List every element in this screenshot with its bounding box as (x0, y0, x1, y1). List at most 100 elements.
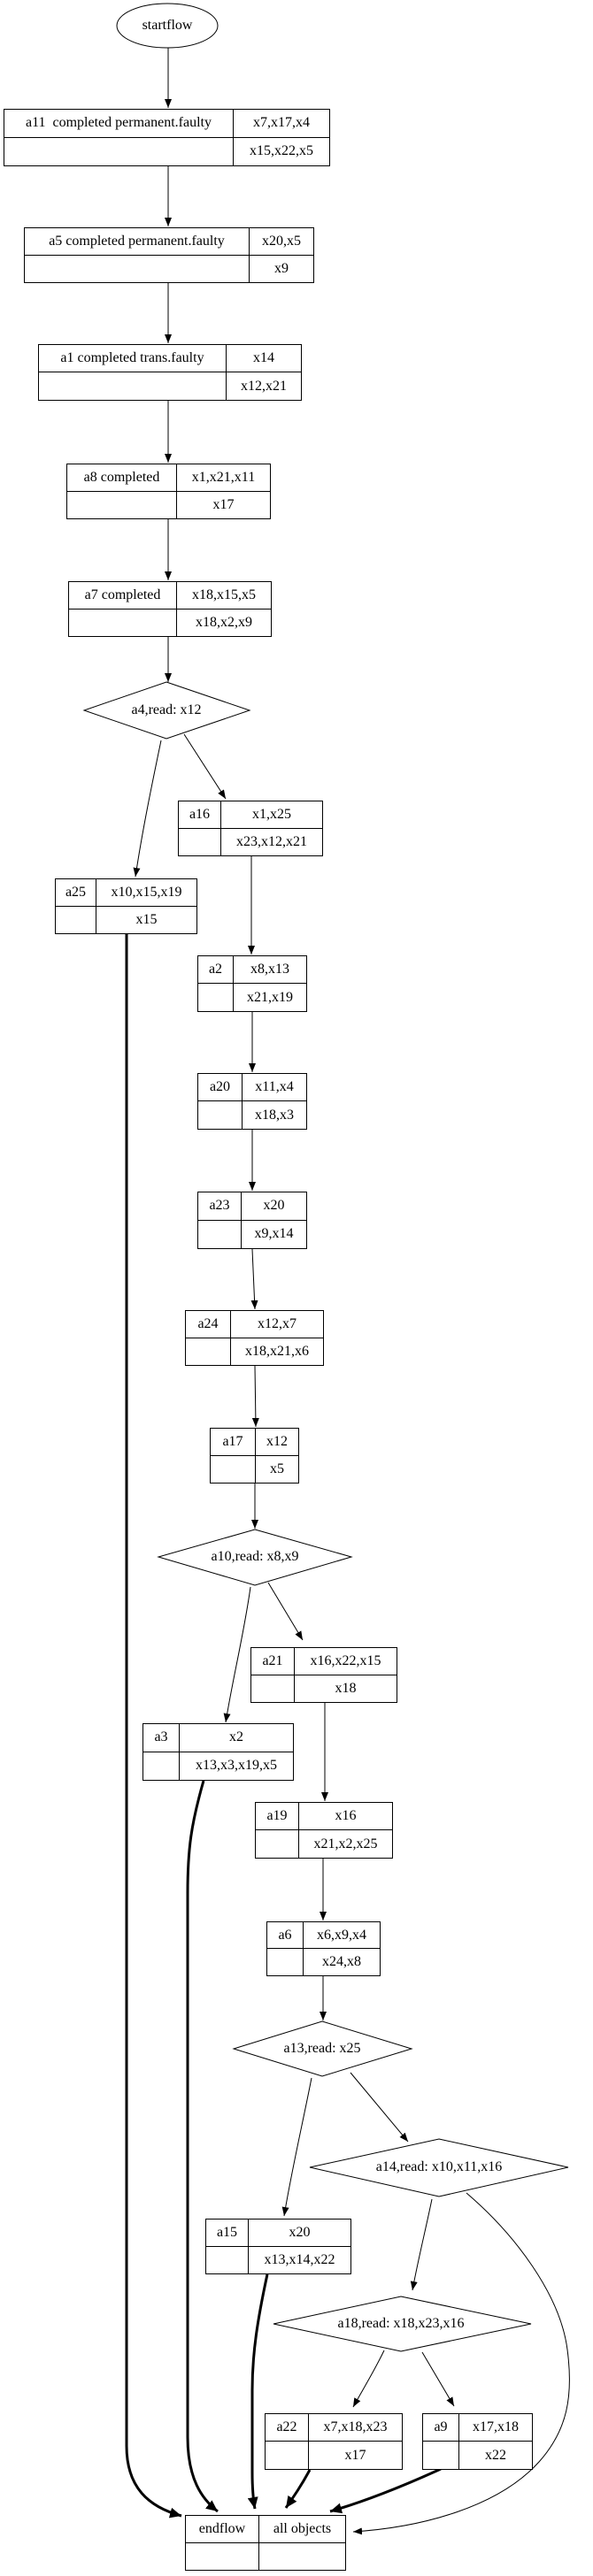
node-a25-empty-cell (56, 906, 96, 933)
node-a21-empty-cell (251, 1675, 295, 1702)
node-a23-empty-cell (198, 1220, 242, 1248)
node-a20-bottom-values: x18,x3 (255, 1107, 294, 1123)
node-a15-label: a15 (206, 2220, 249, 2247)
node-a23-top-values: x20 (242, 1192, 306, 1221)
edge-a3-endflow (186, 1780, 219, 2513)
a4-diamond (82, 681, 251, 740)
node-a17: a17 x12 x5 (210, 1428, 299, 1484)
node-endflow-empty-cell (186, 2542, 259, 2570)
node-a24-empty-cell (186, 1338, 231, 1365)
edge-a15-endflow (247, 2273, 269, 2510)
node-a7-empty-cell (69, 609, 177, 636)
node-a3-empty-cell (143, 1752, 180, 1780)
node-a10-label: a10,read: x8,x9 (211, 1549, 299, 1564)
node-a1-empty-cell (39, 372, 227, 400)
node-a17-label: a17 (211, 1429, 256, 1456)
node-a19-bottom-values: x21,x2,x25 (313, 1836, 378, 1852)
node-a19-top-values: x16 (299, 1803, 392, 1830)
node-a25-label: a25 (56, 879, 96, 907)
node-a6-label: a6 (267, 1922, 304, 1949)
node-a2-bottom-values: x21,x19 (247, 989, 293, 1005)
node-endflow-top-values: all objects (259, 2516, 345, 2543)
node-a11-label: a11 completed permanent.faulty (4, 110, 234, 138)
edge-a24-a17 (251, 1365, 259, 1428)
node-a24-label: a24 (186, 1311, 231, 1338)
startflow-ellipse (116, 3, 219, 49)
node-a4-label: a4,read: x12 (131, 702, 202, 717)
node-a15-empty-cell (206, 2246, 249, 2273)
node-a25: a25 x10,x15,x19 x15 (55, 878, 197, 934)
edge-a13-a14 (350, 2072, 409, 2143)
node-a15: a15 x20 x13,x14,x22 (205, 2219, 351, 2274)
node-a2-label: a2 (198, 956, 234, 984)
node-a20-label: a20 (198, 1074, 243, 1101)
node-a20-top-values: x11,x4 (243, 1074, 306, 1101)
node-a23-bottom-values: x9,x14 (254, 1226, 294, 1242)
node-a21-bottom-values: x18 (335, 1680, 357, 1696)
node-a6-top-values: x6,x9,x4 (304, 1922, 380, 1949)
edge-a23-a24 (250, 1248, 258, 1310)
node-startflow-label: startflow (142, 18, 193, 33)
a13-diamond (232, 2020, 413, 2077)
node-a14-label: a14,read: x10,x11,x16 (375, 2159, 503, 2174)
node-a5-empty-cell (25, 255, 250, 282)
node-a15-top-values: x20 (249, 2220, 350, 2247)
node-endflow-bottom-values (259, 2543, 345, 2571)
node-a17-bottom-values: x5 (270, 1460, 284, 1476)
edge-a9-endflow (329, 2467, 442, 2514)
node-a8-label: a8 completed (67, 464, 177, 492)
node-a5-top-values: x20,x5 (250, 228, 313, 256)
node-a9-label: a9 (423, 2414, 459, 2442)
node-a24-bottom-values: x18,x21,x6 (245, 1343, 309, 1359)
node-a3: a3 x2 x13,x3,x19,x5 (142, 1723, 294, 1781)
node-a20-empty-cell (198, 1101, 243, 1129)
node-a7: a7 completed x18,x15,x5 x18,x2,x9 (68, 581, 272, 637)
node-a22-label: a22 (266, 2414, 309, 2442)
node-a18-label: a18,read: x18,x23,x16 (337, 2316, 465, 2331)
edge-a22-endflow (284, 2469, 312, 2509)
edge-a4-a25 (133, 740, 162, 878)
node-a21-top-values: x16,x22,x15 (295, 1648, 397, 1675)
edge-a25-endflow (125, 934, 182, 2518)
node-a8-top-values: x1,x21,x11 (177, 464, 270, 492)
node-a25-top-values: x10,x15,x19 (96, 879, 196, 907)
node-a1: a1 completed trans.faulty x14 x12,x21 (38, 344, 302, 401)
node-a9-empty-cell (423, 2442, 459, 2469)
node-a16-empty-cell (179, 828, 221, 855)
node-endflow-label: endflow (186, 2516, 259, 2543)
node-a17-top-values: x12 (256, 1429, 298, 1456)
node-a8-bottom-values: x17 (212, 496, 235, 512)
node-a16-bottom-values: x23,x12,x21 (236, 833, 307, 849)
node-a5-label: a5 completed permanent.faulty (25, 228, 250, 256)
node-a8: a8 completed x1,x21,x11 x17 (66, 464, 271, 519)
node-a15-bottom-values: x13,x14,x22 (264, 2251, 335, 2267)
node-a1-bottom-values: x12,x21 (241, 378, 287, 394)
node-a11-top-values: x7,x17,x4 (234, 110, 329, 138)
node-a2: a2 x8,x13 x21,x19 (197, 955, 307, 1012)
node-a6-empty-cell (267, 1949, 304, 1975)
node-a17-empty-cell (211, 1455, 256, 1483)
node-a21-label: a21 (251, 1648, 295, 1675)
node-a24: a24 x12,x7 x18,x21,x6 (185, 1310, 324, 1366)
node-a22-empty-cell (266, 2442, 309, 2469)
node-endflow: endflow all objects (185, 2515, 346, 2571)
node-a1-top-values: x14 (227, 345, 301, 372)
edge-a10-a21 (267, 1582, 304, 1641)
node-a22: a22 x7,x18,x23 x17 (265, 2413, 403, 2470)
edge-a10-a3 (223, 1586, 251, 1723)
edge-a13-a15 (281, 2077, 312, 2217)
a18-diamond (273, 2296, 532, 2352)
node-a11-empty-cell (4, 137, 234, 165)
a14-diamond (309, 2138, 569, 2197)
edge-a14-a18 (410, 2198, 433, 2291)
node-a19: a19 x16 x21,x2,x25 (255, 1802, 393, 1859)
node-a9: a9 x17,x18 x22 (422, 2413, 533, 2470)
node-a22-bottom-values: x17 (344, 2447, 366, 2463)
node-a11: a11 completed permanent.faulty x7,x17,x4… (4, 109, 330, 166)
node-a2-empty-cell (198, 984, 234, 1011)
node-a24-top-values: x12,x7 (231, 1311, 323, 1338)
node-a25-bottom-values: x15 (135, 911, 158, 927)
node-a20: a20 x11,x4 x18,x3 (197, 1073, 307, 1130)
